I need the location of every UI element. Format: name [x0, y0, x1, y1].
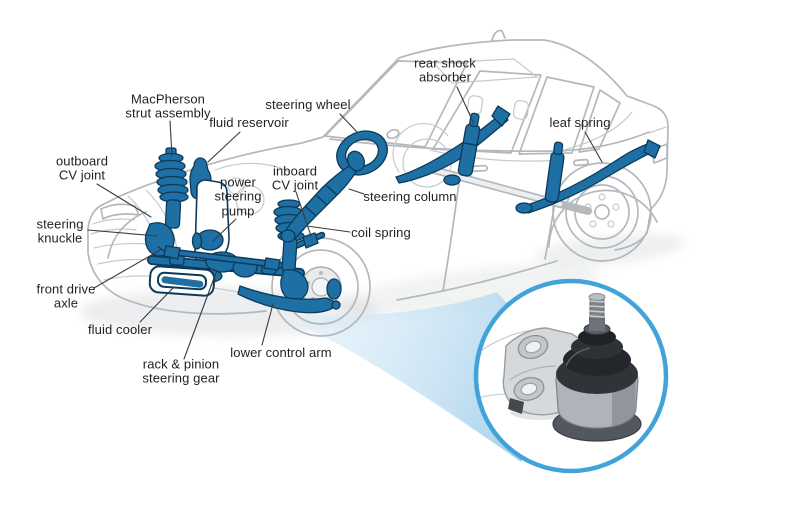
- label-steering-column: steering column: [363, 188, 457, 204]
- macpherson-strut-part: [154, 147, 189, 229]
- inset-ring: [473, 278, 669, 474]
- ball-joint-illustration: [476, 293, 642, 442]
- lower-control-arm-part: [237, 285, 341, 314]
- label-inboard-cv-joint: inboard CV joint: [271, 163, 319, 193]
- bracket-boss: [513, 377, 545, 401]
- seat-headrest: [512, 100, 530, 120]
- label-fluid-cooler: fluid cooler: [87, 321, 153, 337]
- label-rack-pinion: rack & pinion steering gear: [142, 356, 220, 386]
- antenna-fin: [491, 29, 506, 41]
- label-coil-spring: coil spring: [351, 224, 411, 240]
- label-lower-control-arm: lower control arm: [230, 344, 332, 360]
- label-macpherson-strut: MacPherson strut assembly: [125, 91, 211, 121]
- taillight: [651, 143, 668, 164]
- power-steering-pump-part: [191, 229, 224, 251]
- ball-joint-inset: [473, 278, 669, 474]
- seat-headrest: [466, 95, 484, 115]
- fluid-cooler-part: [148, 265, 216, 297]
- label-fluid-reservoir: fluid reservoir: [209, 114, 289, 130]
- bracket-boss: [517, 334, 549, 360]
- side-mirror: [386, 128, 400, 140]
- steering-wheel-part: [336, 130, 388, 176]
- highlighted-parts: [144, 105, 661, 314]
- leader-lines: [87, 86, 603, 360]
- front-drive-axle-part: [163, 231, 326, 271]
- rear-shock-leafspring-near: [395, 105, 511, 186]
- label-outboard-cv-joint: outboard CV joint: [55, 153, 109, 183]
- steering-column-part: [280, 165, 357, 243]
- door-handle: [471, 164, 488, 173]
- label-front-drive-axle: front drive axle: [36, 281, 96, 311]
- label-power-steering-pump: power steering pump: [214, 174, 262, 219]
- label-steering-knuckle: steering knuckle: [36, 216, 84, 246]
- label-rear-shock: rear shock absorber: [414, 55, 476, 85]
- door-handle: [573, 158, 589, 167]
- label-leaf-spring: leaf spring: [549, 114, 611, 130]
- label-steering-wheel: steering wheel: [265, 96, 351, 112]
- threaded-stud: [583, 293, 611, 335]
- rear-shock-leafspring-far: [515, 139, 661, 214]
- brake-caliper-part: [326, 278, 342, 300]
